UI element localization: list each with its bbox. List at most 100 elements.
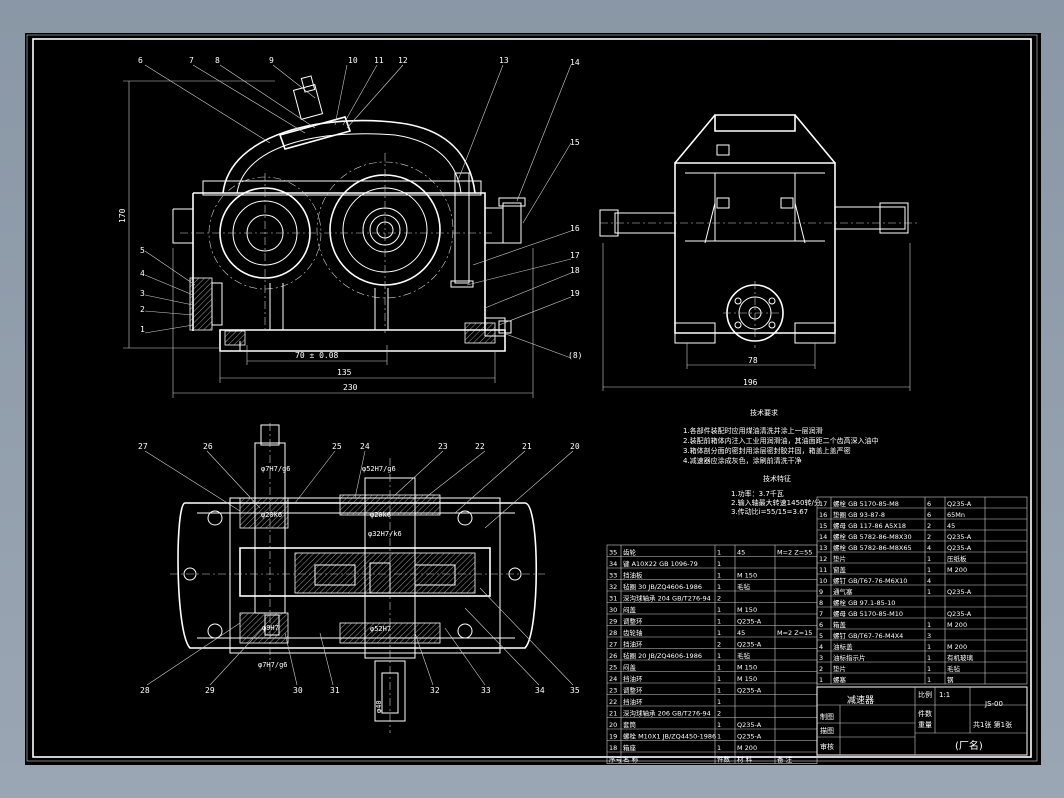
- bom-right-cell: 螺塞: [833, 675, 847, 684]
- bom-left-cell: 1: [717, 687, 721, 695]
- bom-right-cell: 垫片: [833, 554, 846, 563]
- bom-right-cell: 螺母 GB 117-86 A5X18: [833, 521, 906, 530]
- bom-right-cell: 65Mn: [947, 511, 965, 519]
- bom-right-cell: 5: [819, 632, 823, 640]
- bom-right-cell: 螺栓 GB 5782-86-M8X30: [833, 532, 912, 541]
- label-19: 19: [570, 289, 580, 298]
- label-14: 14: [570, 58, 580, 67]
- bom-right-cell: 油标指示片: [833, 653, 866, 662]
- bom-right-cell: 螺钉 GB/T67-76-M4X4: [833, 631, 903, 640]
- bom-left-cell: 调整环: [623, 617, 643, 626]
- label-20: 20: [570, 442, 580, 451]
- title-weight-label: 重量: [918, 721, 932, 729]
- title-designer: 制图: [820, 712, 834, 721]
- plan-view: φ7H7/g6 φ52H7/g6 φ20k6 φ32H7/k6 φ20k6 φ9…: [138, 423, 580, 733]
- bom-right-cell: 1: [927, 665, 931, 673]
- label-17: 17: [570, 251, 580, 260]
- bom-left-cell: 调整环: [623, 686, 643, 695]
- bom-left-cell: 31: [609, 595, 617, 603]
- bom-right-cell: Q235-A: [947, 533, 972, 541]
- bom-left-cell: 深沟球轴承 206 GB/T276-94: [623, 709, 711, 718]
- bom-right-cell: Q235-A: [947, 500, 972, 508]
- bom-right-cell: 1: [819, 676, 823, 684]
- bom-right-cell: 2: [927, 533, 931, 541]
- bom-left-cell: 件数: [717, 755, 731, 764]
- bom-left-cell: 闷盖: [623, 605, 637, 614]
- bom-left-cell: 1: [717, 606, 721, 614]
- bom-right-cell: 15: [819, 522, 827, 530]
- label-32: 32: [430, 686, 440, 695]
- dim-side-width: 78: [748, 356, 758, 365]
- title-drawing-no: JS-00: [984, 700, 1003, 708]
- fit-8: φ7H7/g6: [258, 661, 288, 669]
- bom-right-cell: 11: [819, 566, 827, 574]
- side-view: 78 196: [599, 114, 920, 391]
- bom-left-cell: M 150: [737, 664, 757, 672]
- label-16: 16: [570, 224, 580, 233]
- bom-left-cell: M 150: [737, 606, 757, 614]
- bom-left-cell: 2: [717, 595, 721, 603]
- bom-left-cell: 24: [609, 675, 617, 683]
- bom-right-cell: 螺栓 GB 5782-86-M8X65: [833, 543, 912, 552]
- tech-req-line-2: 2.装配前箱体内注入工业用润滑油，其油面距二个齿高深入油中: [683, 436, 879, 445]
- bom-left-cell: Q235-A: [737, 687, 762, 695]
- bom-right-cell: 9: [819, 588, 823, 596]
- bom-right-cell: 箱盖: [833, 620, 847, 629]
- bom-left-cell: 闷盖: [623, 663, 637, 672]
- bom-right-cell: 螺栓 GB 5170-85-M8: [833, 499, 899, 508]
- bom-left-cell: 毛毡: [737, 582, 751, 591]
- bom-left-cell: 1: [717, 664, 721, 672]
- label-2: 2: [140, 305, 145, 314]
- tech-req-title: 技术要求: [750, 408, 778, 417]
- bom-left-cell: 齿轮轴: [623, 628, 643, 637]
- outer-frame: [26, 34, 1038, 762]
- bom-left-cell: 29: [609, 618, 617, 626]
- bom-left-cell: M 200: [737, 744, 757, 752]
- title-checker: 审核: [820, 742, 834, 751]
- title-drawer: 描图: [820, 726, 834, 735]
- bom-right-cell: 45: [947, 522, 955, 530]
- fit-6: φ9H7: [262, 624, 279, 632]
- label-9: 9: [269, 56, 274, 65]
- bom-left-cell: 1: [717, 733, 721, 741]
- dim-height: 170: [118, 208, 127, 223]
- bom-left-cell: 1: [717, 618, 721, 626]
- label-10: 10: [348, 56, 358, 65]
- bom-left-cell: 1: [717, 572, 721, 580]
- label-3: 3: [140, 289, 145, 298]
- bom-left-cell: M 150: [737, 675, 757, 683]
- tech-requirements: 技术要求 1.各部件装配时应用煤油清洗并涂上一层润滑 2.装配前箱体内注入工业用…: [683, 408, 879, 465]
- label-23: 23: [438, 442, 448, 451]
- bom-right-cell: 2: [819, 665, 823, 673]
- bom-right-cell: 1: [927, 621, 931, 629]
- bom-left-cell: 材 料: [737, 755, 753, 764]
- drawing-viewport[interactable]: 6 7 8 9 10 11 12 13 14 15 16 17 18 19 (8…: [25, 33, 1041, 765]
- bom-left-cell: 45: [737, 629, 745, 637]
- fit-7: φ52H7: [370, 625, 391, 633]
- bom-right-cell: 6: [819, 621, 823, 629]
- bom-right-cell: 3: [819, 654, 823, 662]
- label-6: 6: [138, 56, 143, 65]
- bom-left-cell: 毡圈 30 JB/ZQ4606-1986: [623, 582, 702, 591]
- bom-right-cell: 1: [927, 643, 931, 651]
- label-21: 21: [522, 442, 532, 451]
- bom-right-cell: 4: [819, 643, 823, 651]
- label-30: 30: [293, 686, 303, 695]
- bom-right-cell: 1: [927, 588, 931, 596]
- bom-left-cell: 1: [717, 698, 721, 706]
- bom-right-cell: 1: [927, 566, 931, 574]
- bom-left-cell: 1: [717, 652, 721, 660]
- bom-right-cell: M 200: [947, 643, 967, 651]
- sheet-border: [32, 38, 1032, 758]
- title-scale-label: 比例: [918, 690, 932, 699]
- tech-spec-line-3: 3.传动比i=55/15=3.67: [731, 507, 808, 516]
- bom-right-cell: 6: [927, 511, 931, 519]
- bom-left-cell: 序号: [609, 755, 623, 764]
- bom-right-cell: 10: [819, 577, 827, 585]
- title-sheet: 共1张 第1张: [973, 720, 1012, 729]
- label-18: 18: [570, 266, 580, 275]
- bom-left-cell: M 150: [737, 572, 757, 580]
- bom-left-cell: 螺栓 M10X1 JB/ZQ4450-1986: [623, 732, 716, 741]
- dim-side-overall: 196: [743, 378, 758, 387]
